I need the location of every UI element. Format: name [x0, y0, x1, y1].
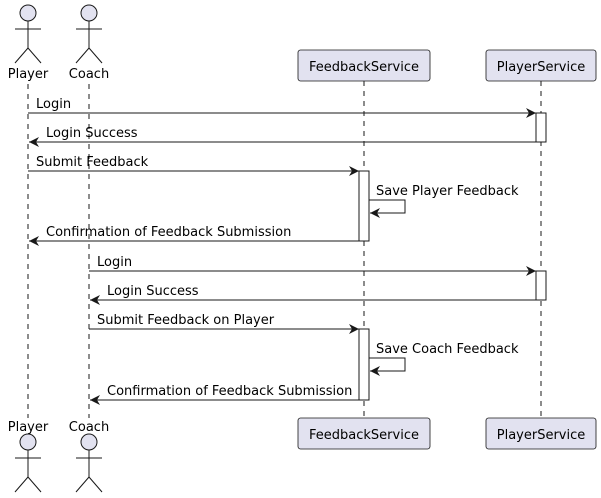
- message-7: Login Success: [90, 284, 536, 305]
- participant-label: PlayerService: [497, 428, 586, 443]
- actor-leg-left: [75, 476, 90, 493]
- actor-player: Player: [8, 420, 49, 493]
- participant-box: [297, 49, 431, 82]
- actor-label: Player: [8, 420, 49, 435]
- activation-bar: [535, 112, 547, 143]
- message-label: Login Success: [107, 284, 199, 299]
- message-3: Submit Feedback: [28, 155, 359, 176]
- actor-head: [19, 4, 37, 22]
- actor-label: Player: [8, 67, 49, 82]
- participant-playersvc: PlayerService: [485, 49, 597, 82]
- participant-box: [485, 49, 597, 82]
- participant-box: [297, 417, 431, 450]
- actor-label: Coach: [69, 67, 109, 82]
- message-label: Confirmation of Feedback Submission: [107, 384, 352, 399]
- actor-head: [19, 433, 37, 451]
- participant-feedback: FeedbackService: [297, 417, 431, 450]
- message-8: Submit Feedback on Player: [89, 313, 359, 334]
- actor-head: [80, 433, 98, 451]
- participant-feedback: FeedbackService: [297, 49, 431, 82]
- message-2: Login Success: [29, 126, 536, 147]
- participant-box: [485, 417, 597, 450]
- message-9: Save Coach Feedback: [369, 342, 519, 376]
- actor-coach: Coach: [69, 420, 109, 493]
- message-label: Submit Feedback: [36, 155, 149, 170]
- message-6: Login: [89, 255, 536, 276]
- message-label: Save Coach Feedback: [376, 342, 519, 357]
- actor-head: [80, 4, 98, 22]
- self-message-arrow: [369, 199, 406, 218]
- actor-leg-right: [88, 47, 103, 64]
- participant-label: FeedbackService: [309, 60, 419, 75]
- participant-playersvc: PlayerService: [485, 417, 597, 450]
- activation-bar: [358, 328, 370, 401]
- activation-bar: [358, 170, 370, 242]
- message-label: Confirmation of Feedback Submission: [46, 225, 291, 240]
- message-label: Login Success: [46, 126, 138, 141]
- actor-player: Player: [8, 4, 49, 82]
- message-10: Confirmation of Feedback Submission: [90, 384, 359, 405]
- actor-leg-left: [75, 47, 90, 64]
- participants: PlayerPlayerCoachCoachFeedbackServiceFee…: [8, 4, 597, 493]
- message-label: Login: [36, 97, 71, 112]
- actor-leg-right: [27, 476, 42, 493]
- actor-leg-left: [14, 47, 29, 64]
- activation-bar: [535, 270, 547, 301]
- actor-coach: Coach: [69, 4, 109, 82]
- message-label: Submit Feedback on Player: [97, 313, 275, 328]
- participant-label: FeedbackService: [309, 428, 419, 443]
- actor-leg-right: [27, 47, 42, 64]
- actor-leg-right: [88, 476, 103, 493]
- actor-label: Coach: [69, 420, 109, 435]
- activations: [358, 112, 547, 401]
- message-4: Save Player Feedback: [369, 184, 519, 218]
- message-label: Login: [97, 255, 132, 270]
- self-message-arrow: [369, 357, 406, 376]
- message-1: Login: [28, 97, 536, 118]
- message-5: Confirmation of Feedback Submission: [29, 225, 359, 246]
- participant-label: PlayerService: [497, 60, 586, 75]
- message-label: Save Player Feedback: [376, 184, 519, 199]
- actor-leg-left: [14, 476, 29, 493]
